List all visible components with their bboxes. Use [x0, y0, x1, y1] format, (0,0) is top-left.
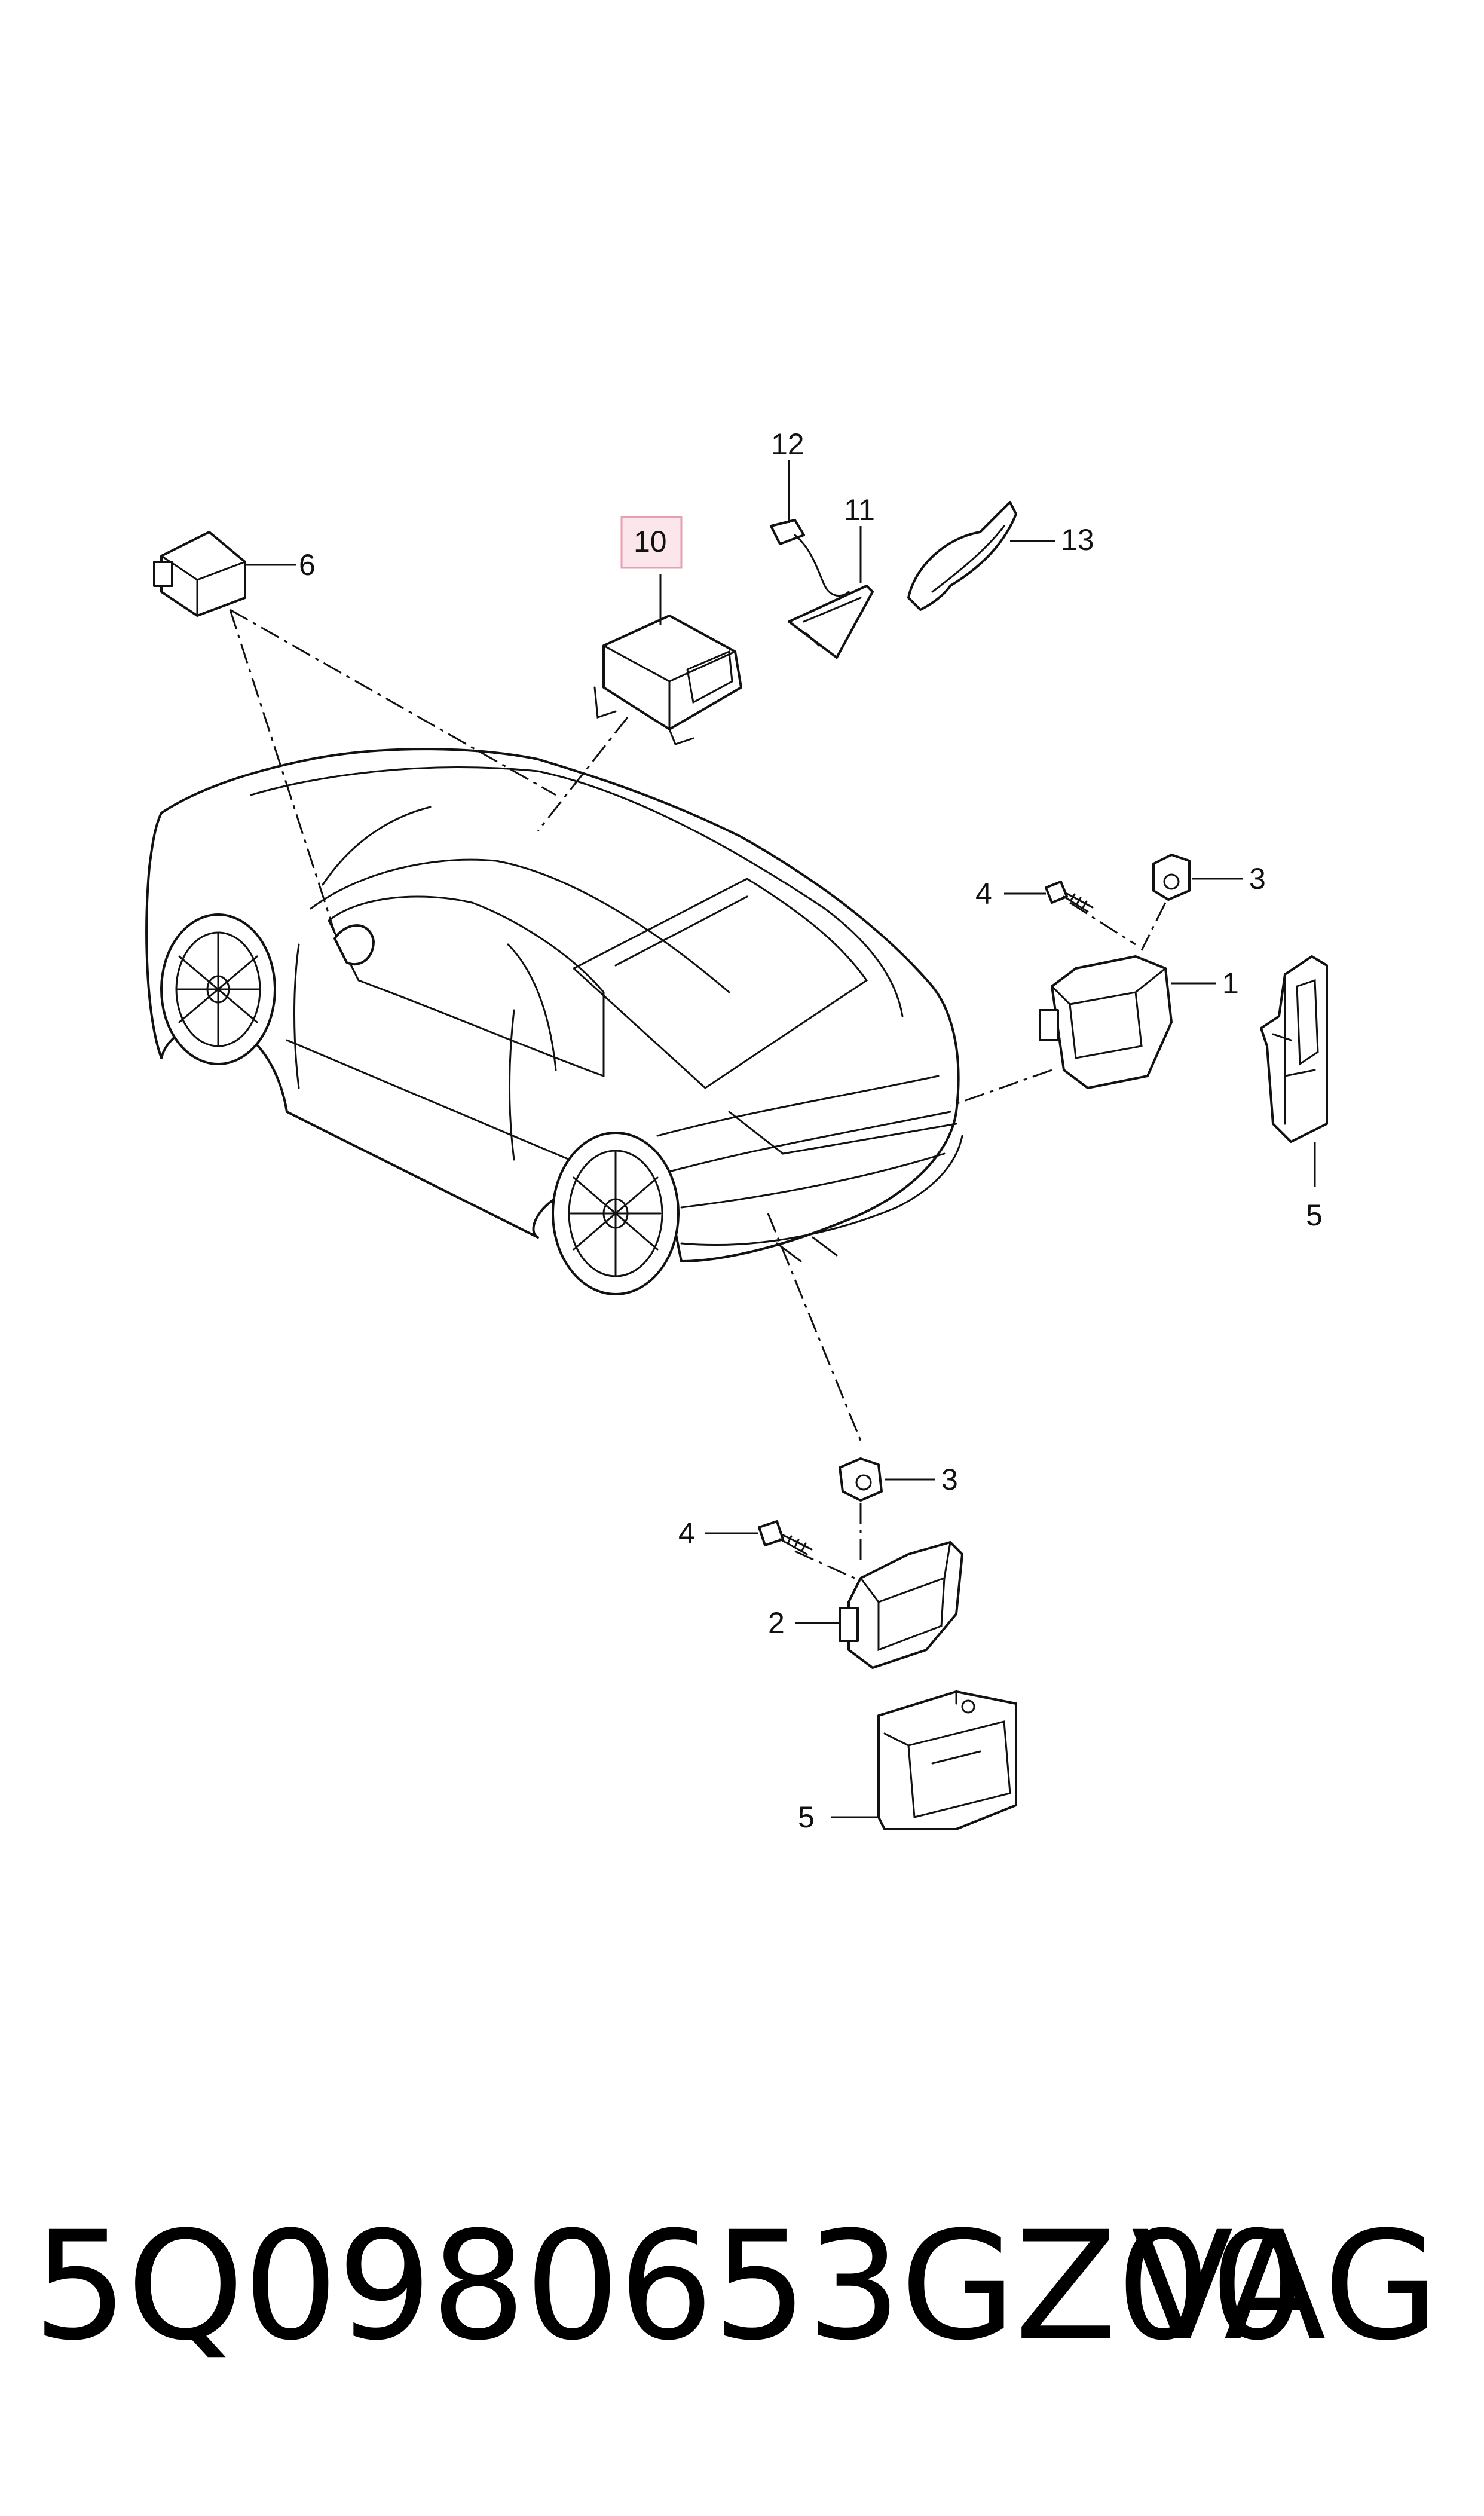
- part-13-cover: [907, 501, 1055, 611]
- part-11-12-sensor-cable: [770, 460, 874, 659]
- exploded-parts-diagram: 12 11 13 6 10 3 4 1 5 3 4 2 5: [145, 427, 1328, 1834]
- callout-10: 10: [634, 525, 667, 558]
- part-4-screw-upper: [1004, 881, 1094, 913]
- callout-1: 1: [1222, 967, 1239, 1000]
- callout-6: 6: [299, 548, 316, 582]
- callout-11: 11: [844, 493, 875, 527]
- car-illustration: [145, 748, 963, 1295]
- brand-label: VAG: [1131, 2199, 1439, 2373]
- callout-5-right: 5: [1306, 1199, 1323, 1232]
- callout-4-upper: 4: [975, 877, 992, 910]
- callout-10-highlight: [620, 516, 683, 569]
- part-3-clip-lower: [839, 1457, 935, 1502]
- callout-labels: 12 11 13 6 10 3 4 1 5 3 4 2 5: [299, 427, 1323, 1834]
- callout-4-lower: 4: [678, 1517, 695, 1550]
- callout-13: 13: [1061, 523, 1094, 557]
- part-5-bracket-lower: [831, 1690, 1017, 1830]
- part-5-bracket-right: [1260, 955, 1328, 1187]
- part-3-clip-upper: [1152, 854, 1243, 901]
- part-6-sensor: [153, 531, 296, 617]
- callout-2: 2: [768, 1606, 785, 1640]
- part-2-radar-module: [795, 1541, 963, 1669]
- rear-wheel: [552, 1132, 680, 1295]
- callout-3-lower: 3: [941, 1463, 958, 1496]
- callout-3-upper: 3: [1249, 862, 1266, 895]
- front-wheel: [160, 913, 276, 1065]
- callout-5-lower: 5: [798, 1800, 815, 1834]
- part-number: 5Q0980653GZ00: [33, 2199, 1305, 2373]
- part-4-screw-lower: [705, 1520, 813, 1555]
- assembly-leader-lines: [229, 609, 1167, 1579]
- part-10-control-module: [593, 574, 742, 745]
- part-1-radar-module: [1039, 955, 1216, 1089]
- callout-12: 12: [771, 427, 804, 461]
